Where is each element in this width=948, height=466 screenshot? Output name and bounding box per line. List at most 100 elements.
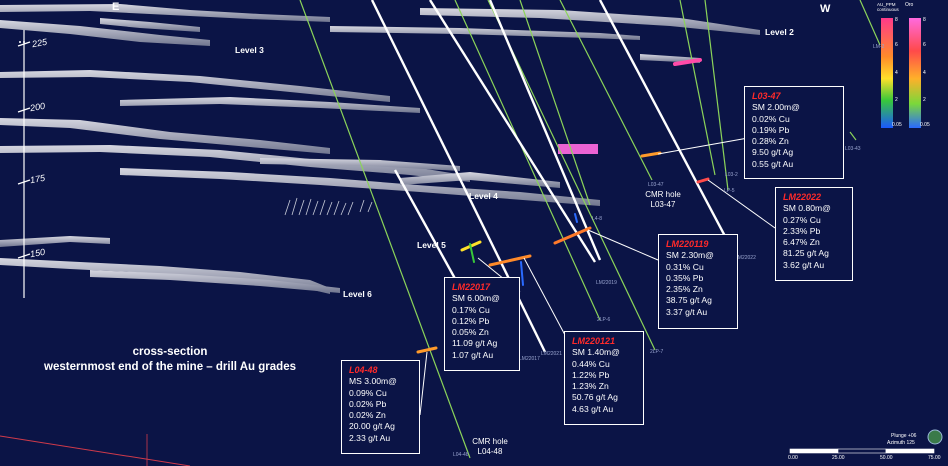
drill-trace: [859, 0, 881, 46]
drill-trace: [849, 131, 857, 141]
annotation-row: 0.05% Zn: [452, 327, 489, 338]
annotation-row: 0.02% Zn: [349, 410, 386, 421]
legend-right-tick: 0.05: [920, 122, 930, 128]
annotation-row: 4.63 g/t Au: [572, 403, 614, 414]
drill-trace: [679, 0, 716, 176]
annotation-row: 9.50 g/t Ag: [752, 147, 794, 158]
legend-right-tick: 8: [923, 17, 926, 23]
drill-trace: [488, 0, 602, 261]
tunnel: [0, 20, 210, 46]
west-label: W: [820, 3, 831, 15]
annotation-row: SM 1.40m@: [572, 347, 620, 358]
leader-line: [523, 257, 566, 336]
east-label: E: [112, 1, 120, 13]
annotation-row: 2.33% Pb: [783, 225, 821, 236]
hole-tag: LM-2: [873, 44, 885, 50]
azimuth-label: Azimuth 125: [887, 440, 915, 446]
elevation-axis: [17, 30, 31, 298]
annotation-box-l04-48: L04-48 MS 3.00m@ 0.09% Cu 0.02% Pb 0.02%…: [341, 360, 420, 454]
drill-trace: [559, 0, 653, 181]
annotation-row: MS 3.00m@: [349, 376, 397, 387]
level-label: Level 2: [765, 27, 794, 37]
legend-right-tick: 2: [923, 97, 926, 103]
annotation-hole-id: LM220119: [666, 239, 709, 249]
hole-tag: LM22019: [596, 280, 617, 286]
annotation-row: 0.27% Cu: [783, 214, 821, 225]
cmr-line1: CMR hole: [645, 190, 681, 199]
intercept: [520, 261, 524, 286]
scale-tick: 0.00: [788, 455, 798, 461]
annotation-row: 3.62 g/t Au: [783, 259, 825, 270]
assay-intercepts: [416, 58, 710, 354]
tunnel: [0, 258, 330, 294]
annotation-row: 1.07 g/t Au: [452, 349, 494, 360]
annotation-box-l03-47: L03-47 SM 2.00m@ 0.02% Cu 0.19% Pb 0.28%…: [744, 86, 844, 179]
annotation-row: 0.55 g/t Au: [752, 158, 794, 169]
legend-left-tick: 6: [895, 42, 898, 48]
tunnel: [0, 118, 330, 154]
section-title: cross-section westernmost end of the min…: [20, 345, 320, 375]
scale-tick: 25.00: [832, 455, 845, 461]
legend-bar-left: [881, 18, 893, 128]
tunnel: [558, 144, 598, 154]
annotation-row: 0.02% Cu: [752, 113, 790, 124]
level-label: Level 3: [235, 45, 264, 55]
drill-trace: [299, 0, 471, 459]
annotation-row: SM 0.80m@: [783, 203, 831, 214]
tunnel: [400, 172, 560, 188]
legend-left-tick: 0.05: [892, 122, 902, 128]
leader-line: [707, 179, 776, 229]
annotation-box-lm22017: LM22017 SM 6.00m@ 0.17% Cu 0.12% Pb 0.05…: [444, 277, 520, 371]
hole-tag: 2LP-7: [650, 349, 664, 355]
annotation-row: 0.09% Cu: [349, 387, 387, 398]
cmr-line2: L03-47: [650, 200, 676, 209]
leader-line: [587, 229, 659, 261]
hatched-stope: [284, 197, 373, 216]
tunnel: [90, 270, 340, 293]
tunnel: [0, 70, 390, 102]
section-line: [0, 435, 191, 466]
axis-dots: [19, 41, 25, 43]
tunnel: [0, 145, 470, 182]
annotation-row: 1.23% Zn: [572, 381, 609, 392]
tunnel: [0, 4, 330, 22]
hole-tag: LM22021: [541, 351, 562, 357]
annotation-row: 38.75 g/t Ag: [666, 295, 712, 306]
cmr-hole-label-l03-47: CMR hole L03-47: [638, 190, 688, 210]
leader-line: [657, 137, 749, 155]
hole-tag: 2LP-6: [597, 317, 611, 323]
drill-trace: [519, 0, 591, 206]
annotation-box-lm22022: LM22022 SM 0.80m@ 0.27% Cu 2.33% Pb 6.47…: [775, 187, 853, 281]
annotation-row: 6.47% Zn: [783, 237, 820, 248]
annotation-box-lm220119: LM220119 SM 2.30m@ 0.31% Cu 0.35% Pb 2.3…: [658, 234, 738, 329]
annotation-hole-id: LM22022: [783, 192, 822, 202]
mine-workings: [0, 4, 760, 294]
annotation-row: 1.22% Pb: [572, 369, 610, 380]
tunnel: [120, 168, 600, 206]
tunnel: [0, 236, 110, 247]
tunnel: [330, 26, 640, 40]
level-label: Level 6: [343, 289, 372, 299]
hole-tag: L03-47: [648, 182, 664, 188]
intercept: [640, 151, 662, 158]
legend-left-tick: 2: [895, 97, 898, 103]
annotation-row: 0.35% Pb: [666, 272, 704, 283]
annotation-row: 0.44% Cu: [572, 358, 610, 369]
annotation-row: 0.28% Zn: [752, 136, 789, 147]
intercept: [488, 254, 532, 267]
legend-left-tick: 8: [895, 17, 898, 23]
title-line1: cross-section: [132, 346, 208, 358]
drill-trace: [454, 0, 601, 321]
annotation-row: 20.00 g/t Ag: [349, 421, 395, 432]
level-label: Level 4: [469, 191, 498, 201]
annotation-hole-id: L03-47: [752, 91, 781, 101]
cmr-line1: CMR hole: [472, 437, 508, 446]
intercept: [696, 177, 710, 184]
legend-right-tick: 4: [923, 70, 926, 76]
tunnel: [260, 158, 460, 171]
intercept: [416, 346, 438, 354]
annotation-row: 50.76 g/t Ag: [572, 392, 618, 403]
scale-tick: 75.00: [928, 455, 941, 461]
annotation-row: 3.37 g/t Au: [666, 306, 708, 317]
